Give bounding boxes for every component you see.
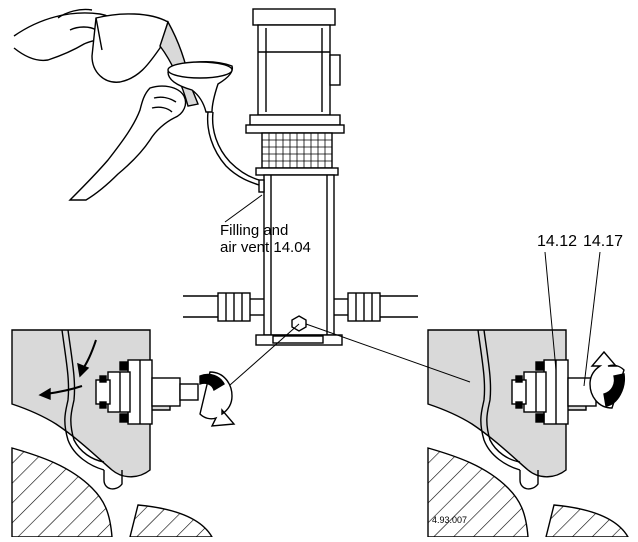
motor [245, 8, 345, 134]
right-detail [427, 251, 630, 538]
filling-leader-line [224, 194, 263, 223]
pump [183, 8, 418, 346]
drawing-number: 4.93.007 [432, 515, 468, 525]
jug [91, 13, 169, 83]
rotate-arrow-left [199, 371, 236, 427]
left-detail [11, 329, 236, 538]
filling-air-vent-label: Filling and air vent 14.04 [220, 222, 311, 256]
coupling-guard [261, 132, 333, 169]
filling-label-line1: Filling and [220, 222, 289, 239]
leader-14-17 [583, 251, 601, 387]
pump-base [255, 334, 343, 346]
hose [206, 111, 260, 186]
filling-label-line2: air vent 14.04 [220, 239, 311, 256]
rotate-arrow-right [589, 350, 625, 409]
upper-flange [255, 167, 339, 176]
left-hatch [11, 447, 113, 538]
leader-14-12 [544, 251, 557, 371]
right-pipe [334, 292, 418, 322]
left-pipe [183, 292, 264, 322]
part-number-14-12: 14.12 [537, 233, 578, 250]
lower-hand [68, 85, 187, 201]
right-hatch [427, 447, 529, 538]
part-number-14-17: 14.17 [583, 233, 624, 250]
filling-illustration [13, 8, 260, 201]
